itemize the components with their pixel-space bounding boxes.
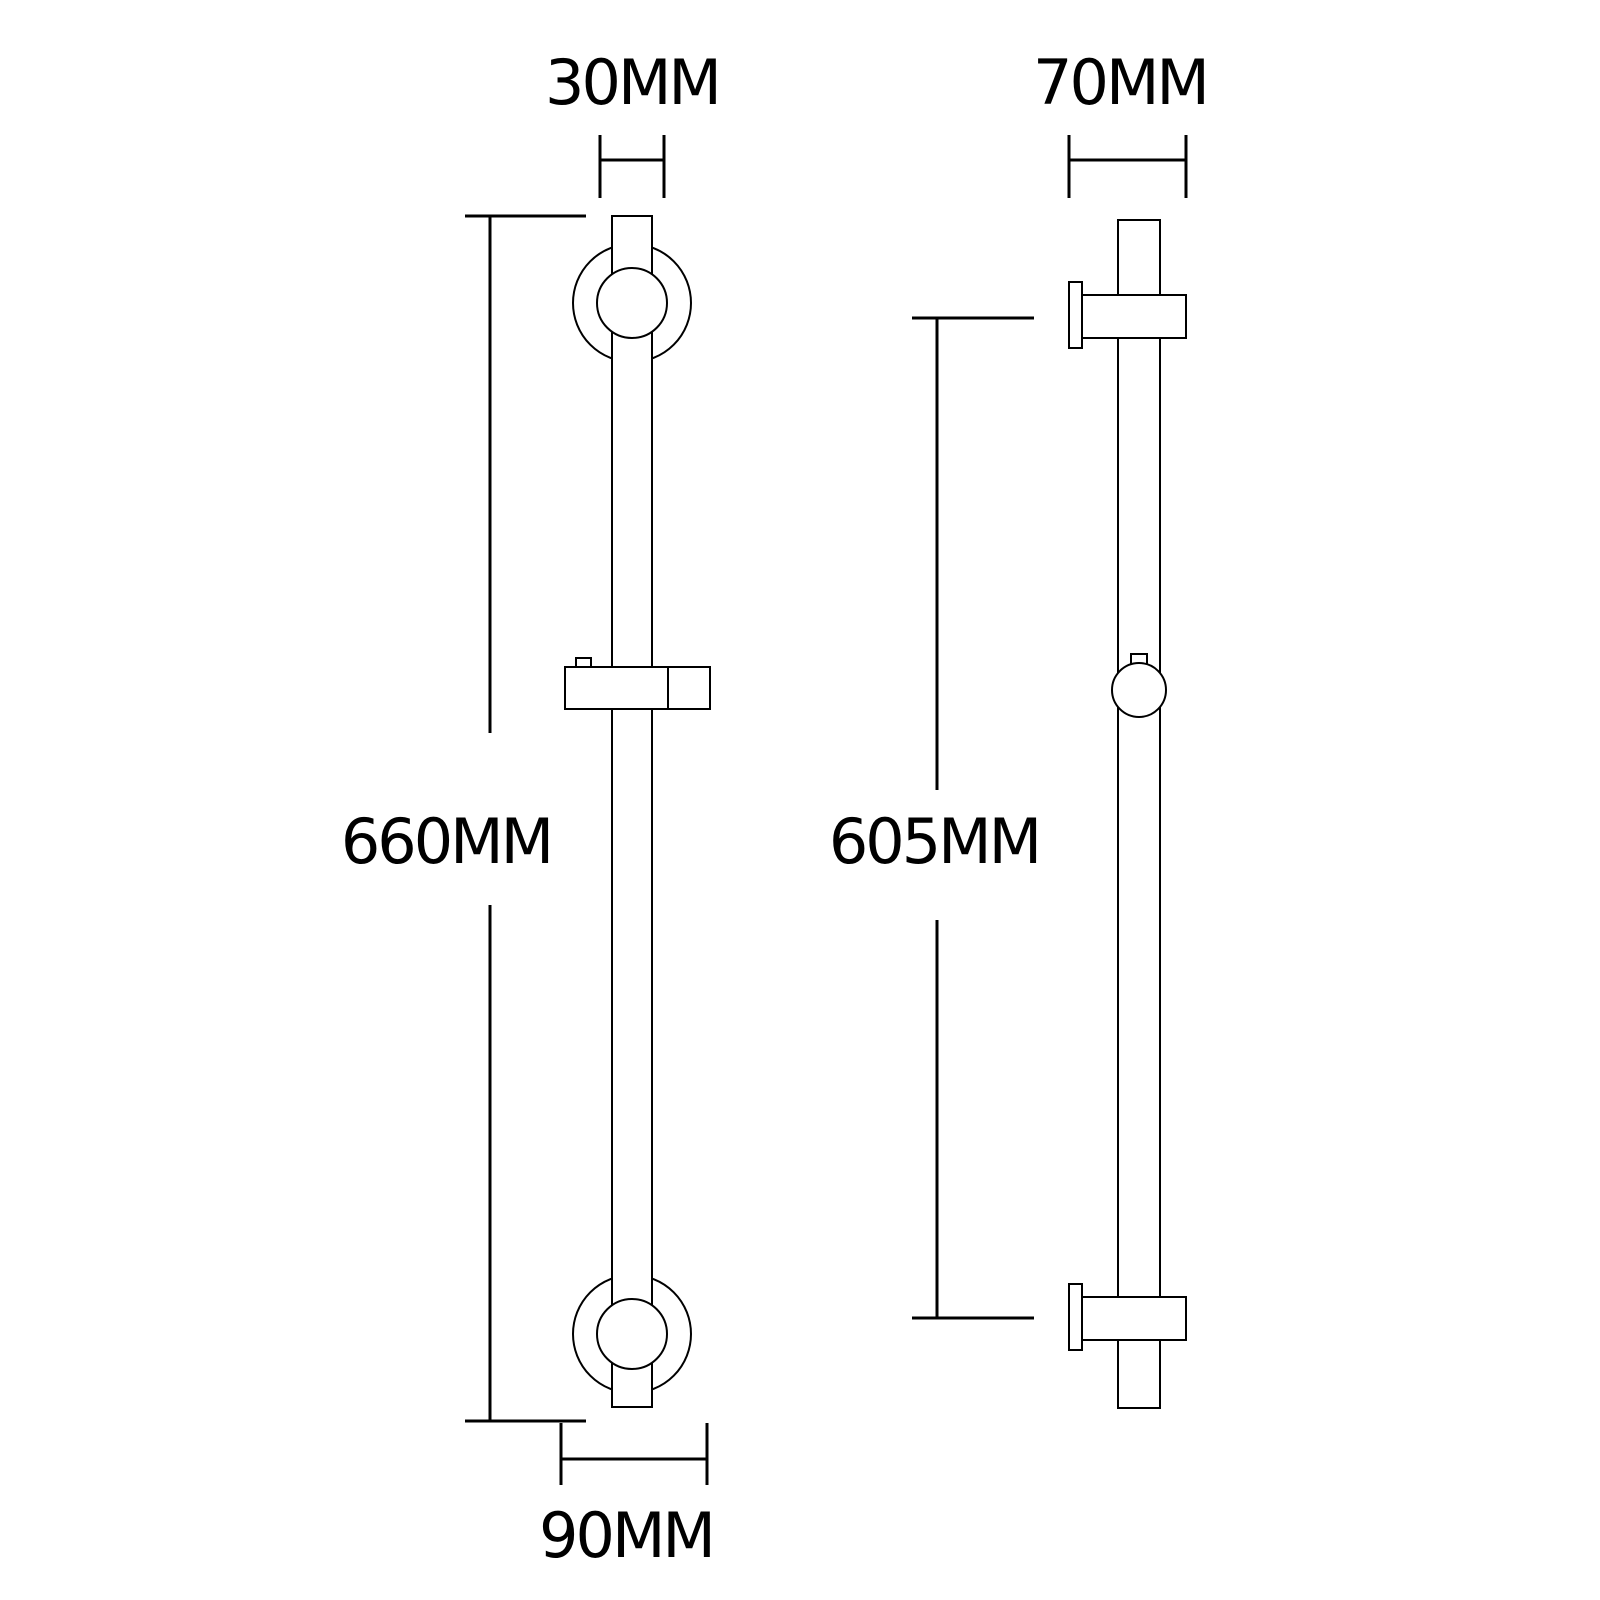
side-spacing-label: 605MM — [829, 805, 1039, 878]
side-bottom-wall-plate — [1068, 1283, 1083, 1351]
side-top-mount-arm — [1081, 294, 1187, 339]
front-length-dimension — [465, 214, 586, 1423]
side-depth-label: 70MM — [1033, 46, 1207, 119]
side-depth-dimension — [1067, 135, 1188, 198]
front-bottom-mount-boss — [596, 1298, 668, 1370]
front-width-label: 30MM — [545, 46, 719, 119]
side-top-wall-plate — [1068, 281, 1083, 349]
side-holder-knob — [1111, 662, 1167, 718]
side-bottom-wall-mount — [1068, 1283, 1187, 1351]
side-sliding-holder — [1111, 653, 1167, 718]
front-top-mount-boss — [596, 267, 668, 339]
side-spacing-dimension — [912, 316, 1034, 1320]
front-width-dimension — [598, 135, 666, 198]
front-holder-body — [564, 666, 669, 710]
front-sliding-holder — [564, 657, 711, 710]
front-view: 30MM 660MM 90MM — [341, 46, 722, 1572]
front-rail — [611, 215, 653, 1408]
front-length-label: 660MM — [341, 805, 551, 878]
side-top-wall-mount — [1068, 281, 1187, 349]
front-depth-label: 90MM — [539, 1499, 713, 1572]
front-holder-clamp — [667, 666, 711, 710]
side-view: 70MM 605MM — [829, 46, 1210, 1409]
side-rail — [1117, 219, 1161, 1409]
front-depth-dimension — [559, 1423, 709, 1485]
side-bottom-mount-arm — [1081, 1296, 1187, 1341]
